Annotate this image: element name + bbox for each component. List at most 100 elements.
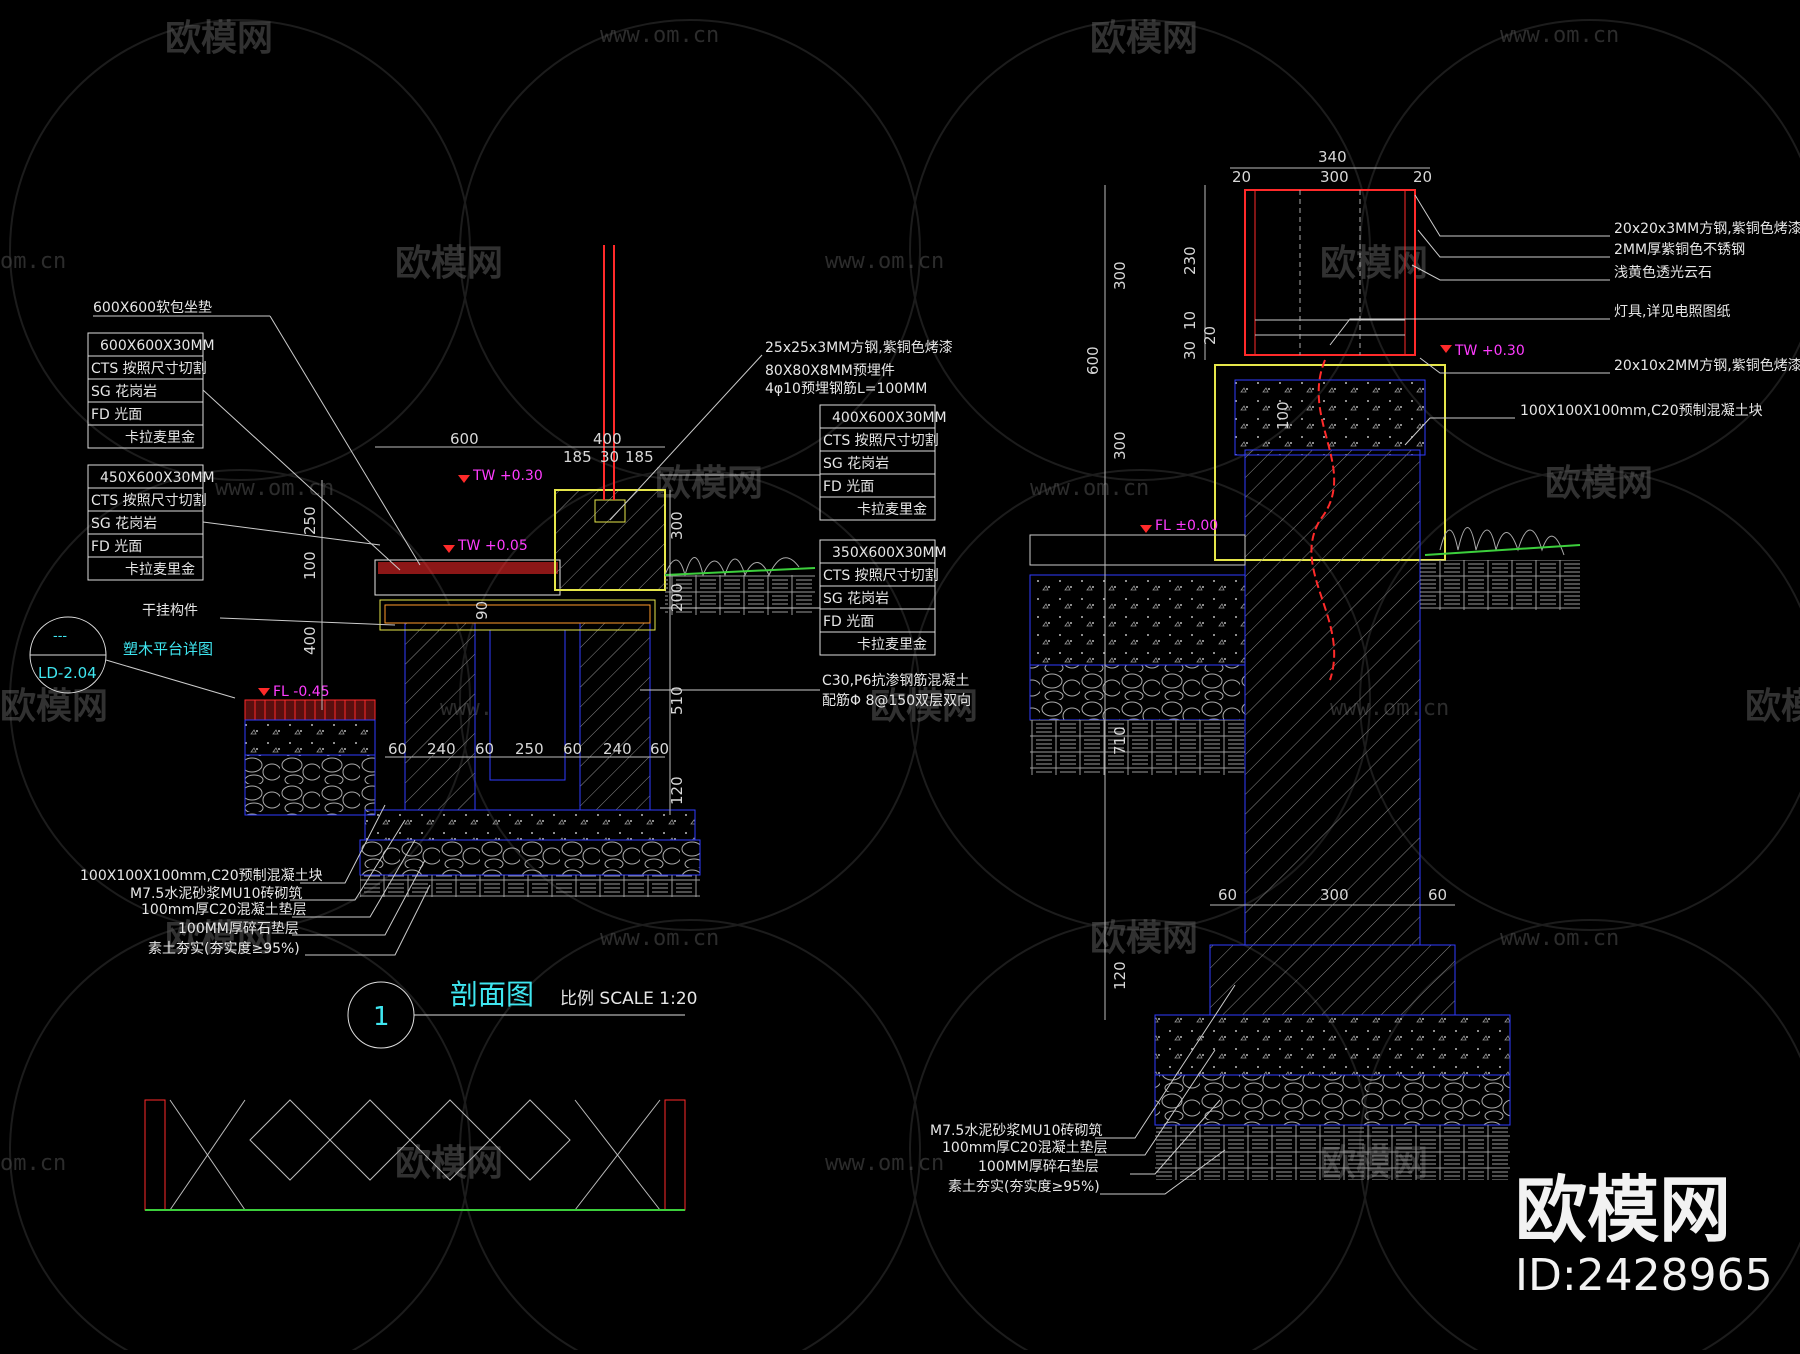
drawing-line <box>1359 19 1800 481</box>
right-bottom-callouts: M7.5水泥砂浆MU10砖砌筑 100mm厚C20混凝土垫层 100MM厚碎石垫… <box>930 984 1236 1195</box>
dim: 300 <box>1111 431 1129 460</box>
grass-soil <box>1420 560 1580 610</box>
table-cell: SG 花岗岩 <box>823 456 889 472</box>
level-fl-000: FL ±0.00 <box>1155 518 1218 534</box>
dim: 185 <box>625 448 654 466</box>
drawing-line <box>9 19 471 481</box>
drawing-line <box>459 919 921 1354</box>
callout-precast-block: 100X100X100mm,C20预制混凝土块 <box>1520 403 1763 419</box>
drawing-line <box>269 315 421 566</box>
watermark-url: www.om.cn <box>215 476 334 501</box>
callout-brick: M7.5水泥砂浆MU10砖砌筑 <box>930 1123 1102 1139</box>
table-cell: CTS 按照尺寸切割 <box>823 567 939 584</box>
level-marker-icon <box>458 475 470 483</box>
table-cell: FD 光面 <box>91 407 142 423</box>
watermark-url: www.om.cn <box>825 1151 944 1176</box>
section-scale: 比例 SCALE 1:20 <box>560 989 698 1009</box>
grass-line <box>1424 544 1581 556</box>
table-cell: SG 花岗岩 <box>91 384 157 400</box>
watermark-layer: 欧模网 www.om.cn 欧模网 www.om.cn om.cn 欧模网 ww… <box>0 18 1800 1301</box>
callout-steel-tube: 25x25x3MM方钢,紫铜色烤漆 <box>765 339 953 356</box>
cap-inner <box>1234 379 1426 456</box>
watermark-brand: 欧模网 <box>0 686 108 727</box>
foundation-gravel <box>1154 1074 1511 1126</box>
dim: 300 <box>1111 261 1129 290</box>
deck-base-concrete <box>244 719 376 756</box>
watermark-url: om.cn <box>0 249 66 274</box>
drawing-line <box>105 659 236 699</box>
drawing-line <box>1417 229 1610 258</box>
section-title: 剖面图 <box>450 978 534 1011</box>
table-cell: FD 光面 <box>823 479 874 495</box>
drawing-line <box>1411 264 1610 281</box>
corner-brand-logo: 欧模网 <box>1515 1168 1731 1252</box>
drawing-line <box>169 1099 661 1211</box>
callout-rebar: 配筋Φ 8@150双层双向 <box>822 692 971 709</box>
dim: 185 <box>563 448 592 466</box>
drawing-line <box>292 839 416 918</box>
dim: 60 <box>1428 886 1447 904</box>
table-cell: CTS 按照尺寸切割 <box>91 360 207 377</box>
deck-base-gravel <box>244 754 376 816</box>
dim: 20 <box>1201 326 1219 345</box>
dim: 510 <box>668 686 686 715</box>
callout-concrete: C30,P6抗渗钢筋混凝土 <box>822 672 969 689</box>
right-top-callouts: 20x20x3MM方钢,紫铜色烤漆 2MM厚紫铜色不锈钢 浅黄色透光云石 灯具,… <box>1329 194 1800 446</box>
corner-id: ID:2428965 <box>1515 1250 1773 1301</box>
callout-embed-rebar: 4φ10预埋钢筋L=100MM <box>765 380 927 397</box>
table-cell: 400X600X30MM <box>832 410 947 426</box>
watermark-url: www.om.cn <box>1500 23 1619 48</box>
callout-gravel: 100MM厚碎石垫层 <box>978 1159 1099 1175</box>
level-marker-icon <box>443 545 455 553</box>
foundation-concrete <box>1154 1014 1511 1076</box>
table-cell: 卡拉麦里金 <box>125 430 195 446</box>
table-cell: 350X600X30MM <box>832 545 947 561</box>
callout-onyx: 浅黄色透光云石 <box>1614 264 1712 281</box>
dim: 30 <box>1181 341 1199 360</box>
callout-deck-detail: 塑木平台详图 <box>123 640 213 658</box>
ground-soil <box>665 575 815 615</box>
watermark-brand: 欧模网 <box>395 243 503 284</box>
dim: 100 <box>1274 401 1292 430</box>
watermark-url: www.om.cn <box>1500 926 1619 951</box>
backrest-block <box>554 489 666 591</box>
ref-code: LD-2.04 <box>38 664 97 682</box>
drawing-line <box>459 19 921 481</box>
table-cell: SG 花岗岩 <box>823 591 889 607</box>
drawing-line <box>664 1099 686 1211</box>
foundation-gravel <box>359 839 701 876</box>
drawing-line <box>300 804 386 884</box>
dim: 340 <box>1318 148 1347 166</box>
drawing-line <box>202 389 401 571</box>
dim: 90 <box>473 601 491 620</box>
dim: 710 <box>1111 726 1129 755</box>
level-marker-icon <box>258 688 270 696</box>
dim: 600 <box>1084 346 1102 375</box>
cable-conduit <box>1310 359 1336 681</box>
dim: 200 <box>668 583 686 612</box>
slab-mortar <box>384 604 651 624</box>
left-bottom-callouts: 100X100X100mm,C20预制混凝土块 M7.5水泥砂浆MU10砖砌筑 … <box>80 804 431 957</box>
callout-concrete-bed: 100mm厚C20混凝土垫层 <box>141 902 307 918</box>
dim: 60 <box>563 740 582 758</box>
seat-cushion <box>378 562 558 574</box>
watermark-brand: 欧模网 <box>870 686 978 727</box>
dim: 30 <box>600 448 619 466</box>
drawing-line <box>305 884 431 956</box>
watermark-url: www.om.cn <box>600 23 719 48</box>
watermark-brand: 欧模网 <box>1090 18 1198 59</box>
dim: 60 <box>650 740 669 758</box>
level-tw-030: TW +0.30 <box>472 468 543 484</box>
ground-gravel <box>1029 664 1246 721</box>
drawing-line <box>609 354 763 521</box>
right-section: TW +0.30 FL ±0.00 340 20 300 20 300 230 … <box>930 148 1800 1195</box>
callout-steel-tube: 20x20x3MM方钢,紫铜色烤漆 <box>1614 220 1800 237</box>
left-wall-concrete <box>404 614 476 811</box>
dim: 400 <box>301 626 319 655</box>
drawing-line <box>1095 984 1236 1139</box>
watermark-brand: 欧模网 <box>1545 463 1653 504</box>
table-cell: CTS 按照尺寸切割 <box>91 492 207 509</box>
watermark-url: www.om.cn <box>825 249 944 274</box>
drawing-line <box>1404 417 1515 446</box>
